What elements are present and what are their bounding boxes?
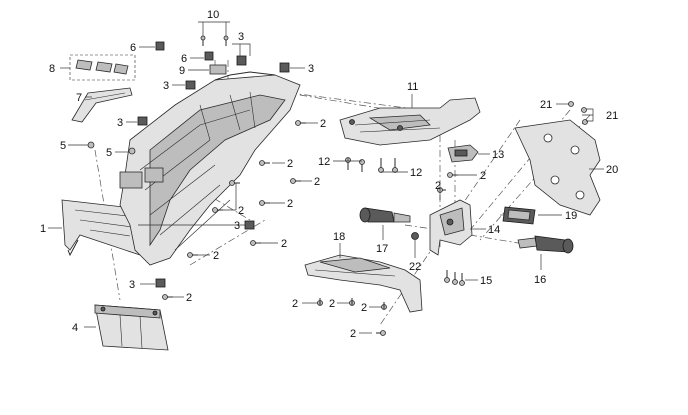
screw-icon — [376, 330, 386, 336]
callout-5: 5 — [60, 140, 66, 152]
callout-14: 14 — [488, 224, 500, 236]
callout-21: 21 — [606, 110, 618, 122]
screw-icon — [317, 298, 323, 306]
callout-11: 11 — [407, 81, 418, 93]
part-8-pads — [69, 54, 136, 81]
bolt-icon — [392, 158, 398, 173]
clip-icon — [279, 62, 290, 73]
part-4-cover-plate — [94, 304, 169, 351]
callout-22: 22 — [409, 261, 421, 273]
callout-6: 6 — [130, 42, 136, 54]
callout-2: 2 — [435, 180, 441, 192]
clip-icon — [155, 278, 166, 288]
clips — [137, 41, 290, 288]
callout-9: 9 — [179, 65, 185, 77]
screw-icon — [581, 107, 587, 113]
callout-20: 20 — [606, 164, 618, 176]
leader-lines — [48, 21, 604, 334]
callout-3: 3 — [117, 117, 123, 129]
callout-12: 12 — [318, 156, 330, 168]
callout-2: 2 — [329, 298, 335, 310]
screw-icon — [582, 119, 588, 125]
callout-6: 6 — [181, 53, 187, 65]
clip-icon — [137, 116, 148, 126]
callout-7: 7 — [76, 92, 82, 104]
callout-2: 2 — [480, 170, 486, 182]
screw-icon — [259, 160, 270, 166]
callout-2: 2 — [186, 292, 192, 304]
clip-icon — [209, 64, 227, 75]
screw-icon — [223, 35, 229, 46]
callout-17: 17 — [376, 243, 388, 255]
bolt-icon — [459, 273, 465, 286]
callout-4: 4 — [72, 322, 78, 334]
clip-icon — [204, 51, 214, 61]
screw-icon — [87, 141, 95, 149]
callout-2: 2 — [350, 328, 356, 340]
part-17-left-indicator — [359, 207, 411, 223]
bolt-icon — [359, 159, 365, 172]
callout-13: 13 — [492, 149, 504, 161]
callout-3: 3 — [163, 80, 169, 92]
screw-icon — [381, 302, 387, 310]
clip-icon — [244, 220, 255, 230]
screw-icon — [568, 101, 574, 107]
callout-2: 2 — [361, 302, 367, 314]
part-7-strap — [71, 87, 133, 123]
callout-15: 15 — [480, 275, 492, 287]
callout-21: 21 — [540, 99, 552, 111]
callout-2: 2 — [292, 298, 298, 310]
callout-2: 2 — [238, 205, 244, 217]
bolt-icon — [452, 272, 458, 285]
part-16-right-indicator — [517, 235, 574, 254]
callout-3: 3 — [308, 63, 314, 75]
callout-2: 2 — [320, 118, 326, 130]
screw-icon — [200, 35, 206, 46]
callout-16: 16 — [534, 274, 546, 286]
callout-3: 3 — [238, 31, 244, 43]
nut-icon — [411, 232, 419, 240]
clip-icon — [236, 55, 247, 66]
callout-18: 18 — [333, 231, 345, 243]
part-19-reflector — [502, 206, 536, 225]
screw-icon — [349, 298, 355, 306]
main-fender-undertray — [119, 71, 301, 266]
callout-1: 1 — [40, 223, 46, 235]
callout-2: 2 — [213, 250, 219, 262]
bolt-icon — [444, 270, 450, 283]
callout-8: 8 — [49, 63, 55, 75]
clip-icon — [185, 80, 196, 90]
callout-2: 2 — [314, 176, 320, 188]
bolt-icon — [378, 158, 384, 173]
part-14-light-bracket — [429, 199, 473, 256]
screw-icon — [128, 147, 136, 155]
part-13-clamp — [447, 144, 479, 163]
clip-icon — [155, 41, 165, 51]
callout-2: 2 — [287, 158, 293, 170]
part-11-seat-bracket — [339, 97, 481, 146]
part-18-lower-bracket — [304, 254, 423, 313]
part-20-plate-holder — [514, 119, 601, 216]
callout-3: 3 — [234, 220, 240, 232]
callout-19: 19 — [565, 210, 577, 222]
callout-12: 12 — [410, 167, 422, 179]
callout-10: 10 — [207, 9, 219, 21]
screw-icon — [229, 180, 240, 186]
fasteners — [87, 35, 588, 336]
callout-5: 5 — [106, 147, 112, 159]
callout-2: 2 — [281, 238, 287, 250]
callout-labels: 1 4 8 7 5 5 3 6 6 9 3 10 3 3 2 2 2 2 2 3… — [40, 9, 618, 340]
callout-2: 2 — [287, 198, 293, 210]
callout-3: 3 — [129, 279, 135, 291]
